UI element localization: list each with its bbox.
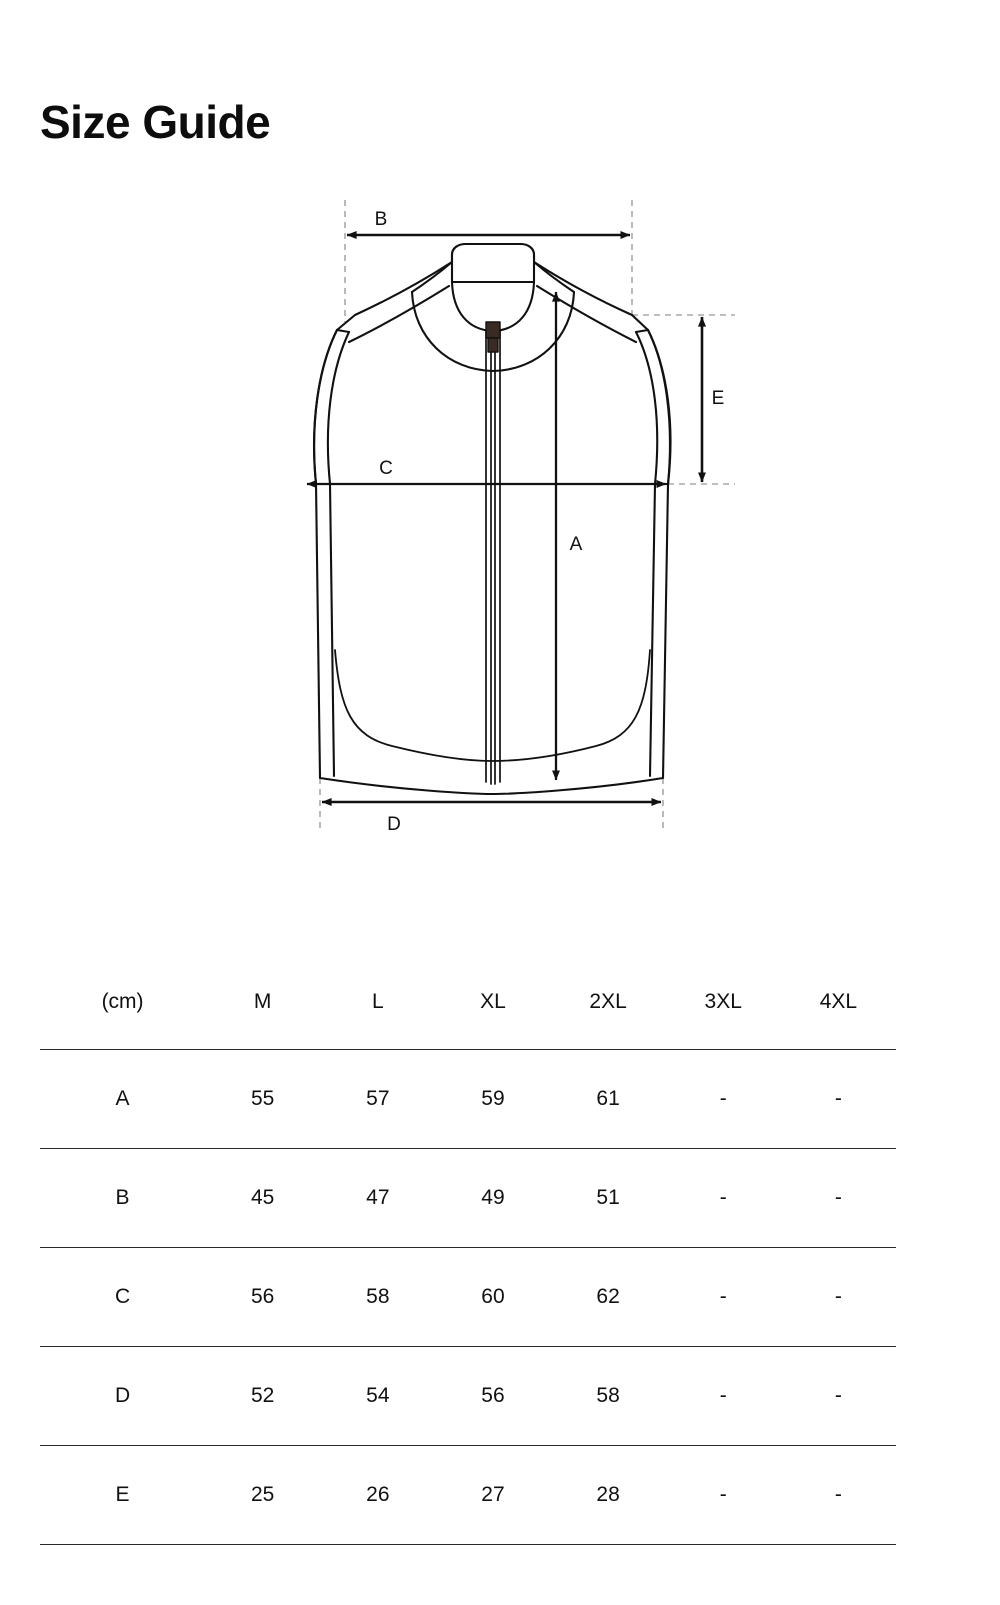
cell-a-m: 55 bbox=[205, 1049, 321, 1149]
left-shoulder-seam bbox=[347, 284, 451, 344]
cell-a-3xl: - bbox=[665, 1049, 781, 1149]
size-chart-table: (cm) M L XL 2XL 3XL 4XL A 55 57 59 61 - bbox=[40, 955, 896, 1545]
cell-a-2xl: 61 bbox=[550, 1049, 666, 1149]
cell-e-m: 25 bbox=[205, 1445, 321, 1545]
row-label-b: B bbox=[40, 1148, 206, 1248]
cell-e-2xl: 28 bbox=[550, 1445, 666, 1545]
cell-d-2xl: 58 bbox=[550, 1346, 666, 1446]
dimension-label-b: B bbox=[375, 209, 388, 230]
guide-lines bbox=[319, 200, 735, 830]
left-side-panel-seam bbox=[328, 482, 336, 778]
cell-d-xl: 56 bbox=[435, 1346, 551, 1446]
size-table-container: (cm) M L XL 2XL 3XL 4XL A 55 57 59 61 - bbox=[40, 955, 960, 1545]
left-armhole-inner-curve bbox=[312, 328, 339, 486]
dimension-label-c: C bbox=[379, 458, 393, 479]
size-table-body: A 55 57 59 61 - - B 45 47 49 51 - - bbox=[40, 1049, 896, 1545]
cell-e-3xl: - bbox=[665, 1445, 781, 1545]
row-label-d: D bbox=[40, 1346, 206, 1446]
right-shoulder-seam bbox=[535, 284, 638, 344]
cell-b-2xl: 51 bbox=[550, 1148, 666, 1248]
cell-b-m: 45 bbox=[205, 1148, 321, 1248]
cell-c-4xl: - bbox=[780, 1247, 896, 1347]
hem-band-seam bbox=[334, 649, 651, 762]
zipper-slider-icon bbox=[485, 321, 501, 339]
cell-e-xl: 27 bbox=[435, 1445, 551, 1545]
zipper-placket bbox=[485, 321, 501, 785]
left-yoke-seam bbox=[410, 260, 454, 294]
dimension-label-e: E bbox=[712, 388, 725, 409]
vest-diagram-container: B E C A D bbox=[0, 170, 1000, 870]
table-row: B 45 47 49 51 - - bbox=[40, 1148, 896, 1248]
row-label-e: E bbox=[40, 1445, 206, 1545]
left-armhole-top-tick bbox=[335, 328, 351, 334]
dimension-label-d: D bbox=[387, 814, 401, 835]
zipper-pull-icon bbox=[487, 337, 499, 353]
table-header-row: (cm) M L XL 2XL 3XL 4XL bbox=[40, 955, 896, 1050]
size-table-header: (cm) M L XL 2XL 3XL 4XL bbox=[40, 955, 896, 1050]
table-row: D 52 54 56 58 - - bbox=[40, 1346, 896, 1446]
cell-a-l: 57 bbox=[320, 1049, 436, 1149]
cell-d-m: 52 bbox=[205, 1346, 321, 1446]
cell-b-3xl: - bbox=[665, 1148, 781, 1248]
cell-d-3xl: - bbox=[665, 1346, 781, 1446]
size-header-xl: XL bbox=[435, 955, 551, 1050]
size-header-2xl: 2XL bbox=[550, 955, 666, 1050]
table-row: A 55 57 59 61 - - bbox=[40, 1049, 896, 1149]
cell-c-m: 56 bbox=[205, 1247, 321, 1347]
collar-stand bbox=[450, 242, 536, 284]
size-header-4xl: 4XL bbox=[780, 955, 896, 1050]
cell-c-3xl: - bbox=[665, 1247, 781, 1347]
vest-outline bbox=[312, 242, 672, 796]
table-row: E 25 26 27 28 - - bbox=[40, 1445, 896, 1545]
cell-a-xl: 59 bbox=[435, 1049, 551, 1149]
cell-c-2xl: 62 bbox=[550, 1247, 666, 1347]
cell-b-l: 47 bbox=[320, 1148, 436, 1248]
cell-e-4xl: - bbox=[780, 1445, 896, 1545]
row-label-a: A bbox=[40, 1049, 206, 1149]
dimension-annotations: B E C A D bbox=[306, 209, 725, 835]
cell-d-l: 54 bbox=[320, 1346, 436, 1446]
cell-b-xl: 49 bbox=[435, 1148, 551, 1248]
cell-b-4xl: - bbox=[780, 1148, 896, 1248]
right-yoke-seam bbox=[532, 260, 576, 294]
row-label-c: C bbox=[40, 1247, 206, 1347]
cell-e-l: 26 bbox=[320, 1445, 436, 1545]
page-title: Size Guide bbox=[40, 95, 271, 148]
right-side-panel-seam bbox=[648, 482, 657, 778]
cell-d-4xl: - bbox=[780, 1346, 896, 1446]
cell-c-xl: 60 bbox=[435, 1247, 551, 1347]
dimension-label-a: A bbox=[570, 534, 583, 555]
cell-a-4xl: - bbox=[780, 1049, 896, 1149]
cell-c-l: 58 bbox=[320, 1247, 436, 1347]
neckline-outer-curve bbox=[410, 290, 576, 373]
left-armhole-outer-curve bbox=[326, 330, 351, 486]
right-armhole-top-tick bbox=[634, 328, 650, 334]
right-armhole-inner-curve bbox=[646, 328, 672, 486]
size-header-m: M bbox=[205, 955, 321, 1050]
vest-technical-drawing: B E C A D bbox=[306, 200, 735, 835]
size-header-3xl: 3XL bbox=[665, 955, 781, 1050]
size-header-l: L bbox=[320, 955, 436, 1050]
right-armhole-outer-curve bbox=[634, 330, 659, 486]
unit-header-cell: (cm) bbox=[40, 955, 206, 1050]
table-row: C 56 58 60 62 - - bbox=[40, 1247, 896, 1347]
